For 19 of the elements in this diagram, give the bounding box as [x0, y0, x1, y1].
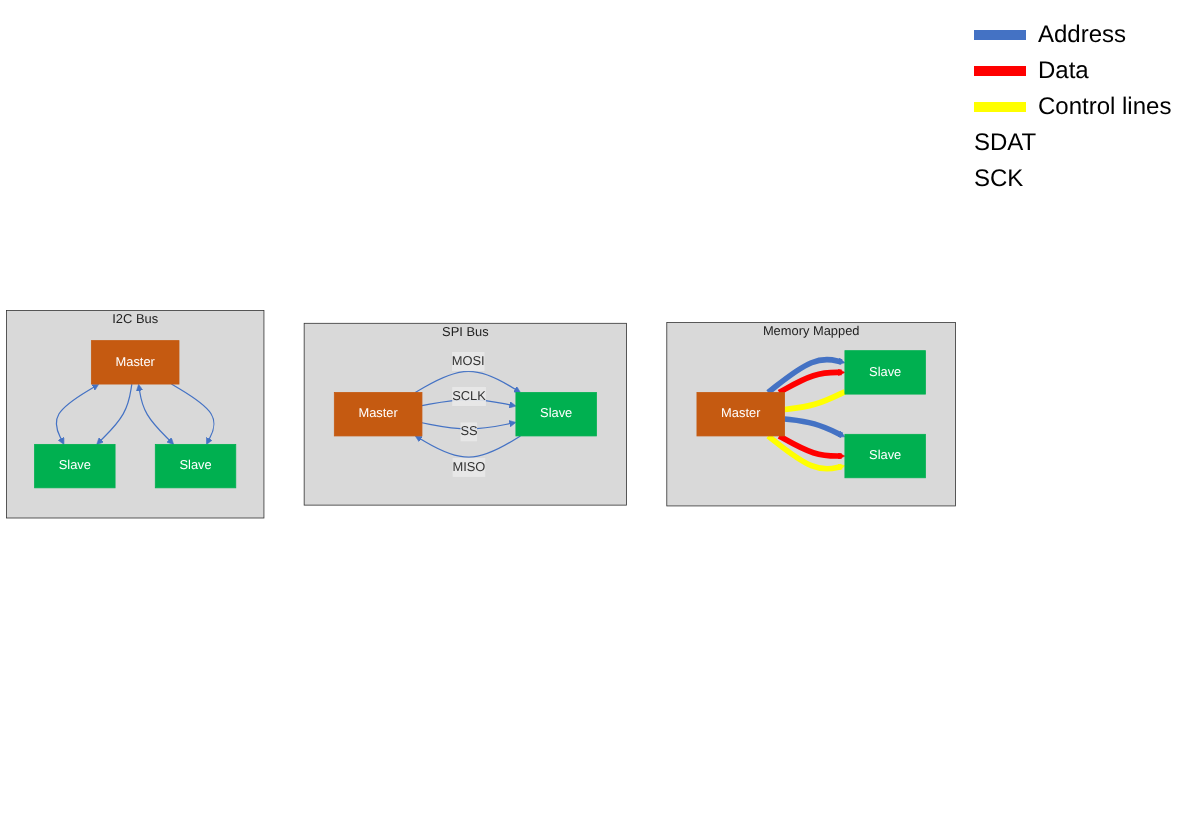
arrow [414, 371, 521, 394]
connector [784, 389, 847, 414]
arrow [96, 384, 133, 446]
arrow [170, 384, 215, 446]
arrow [784, 416, 846, 439]
arrow [777, 369, 846, 396]
arrow [414, 436, 522, 459]
arrow [766, 434, 846, 473]
arrow [421, 420, 517, 431]
arrow [55, 384, 99, 446]
bus-line-label: SDAT [974, 128, 1039, 156]
arrow [136, 384, 174, 446]
legend-text: Address [1038, 20, 1127, 48]
legend-text: Control lines [1038, 92, 1172, 120]
arrow [766, 357, 846, 396]
legend-text: Data [1038, 56, 1089, 84]
arrow [421, 399, 517, 410]
arrow [777, 434, 846, 461]
bus-line-label: SCK [974, 164, 1026, 192]
